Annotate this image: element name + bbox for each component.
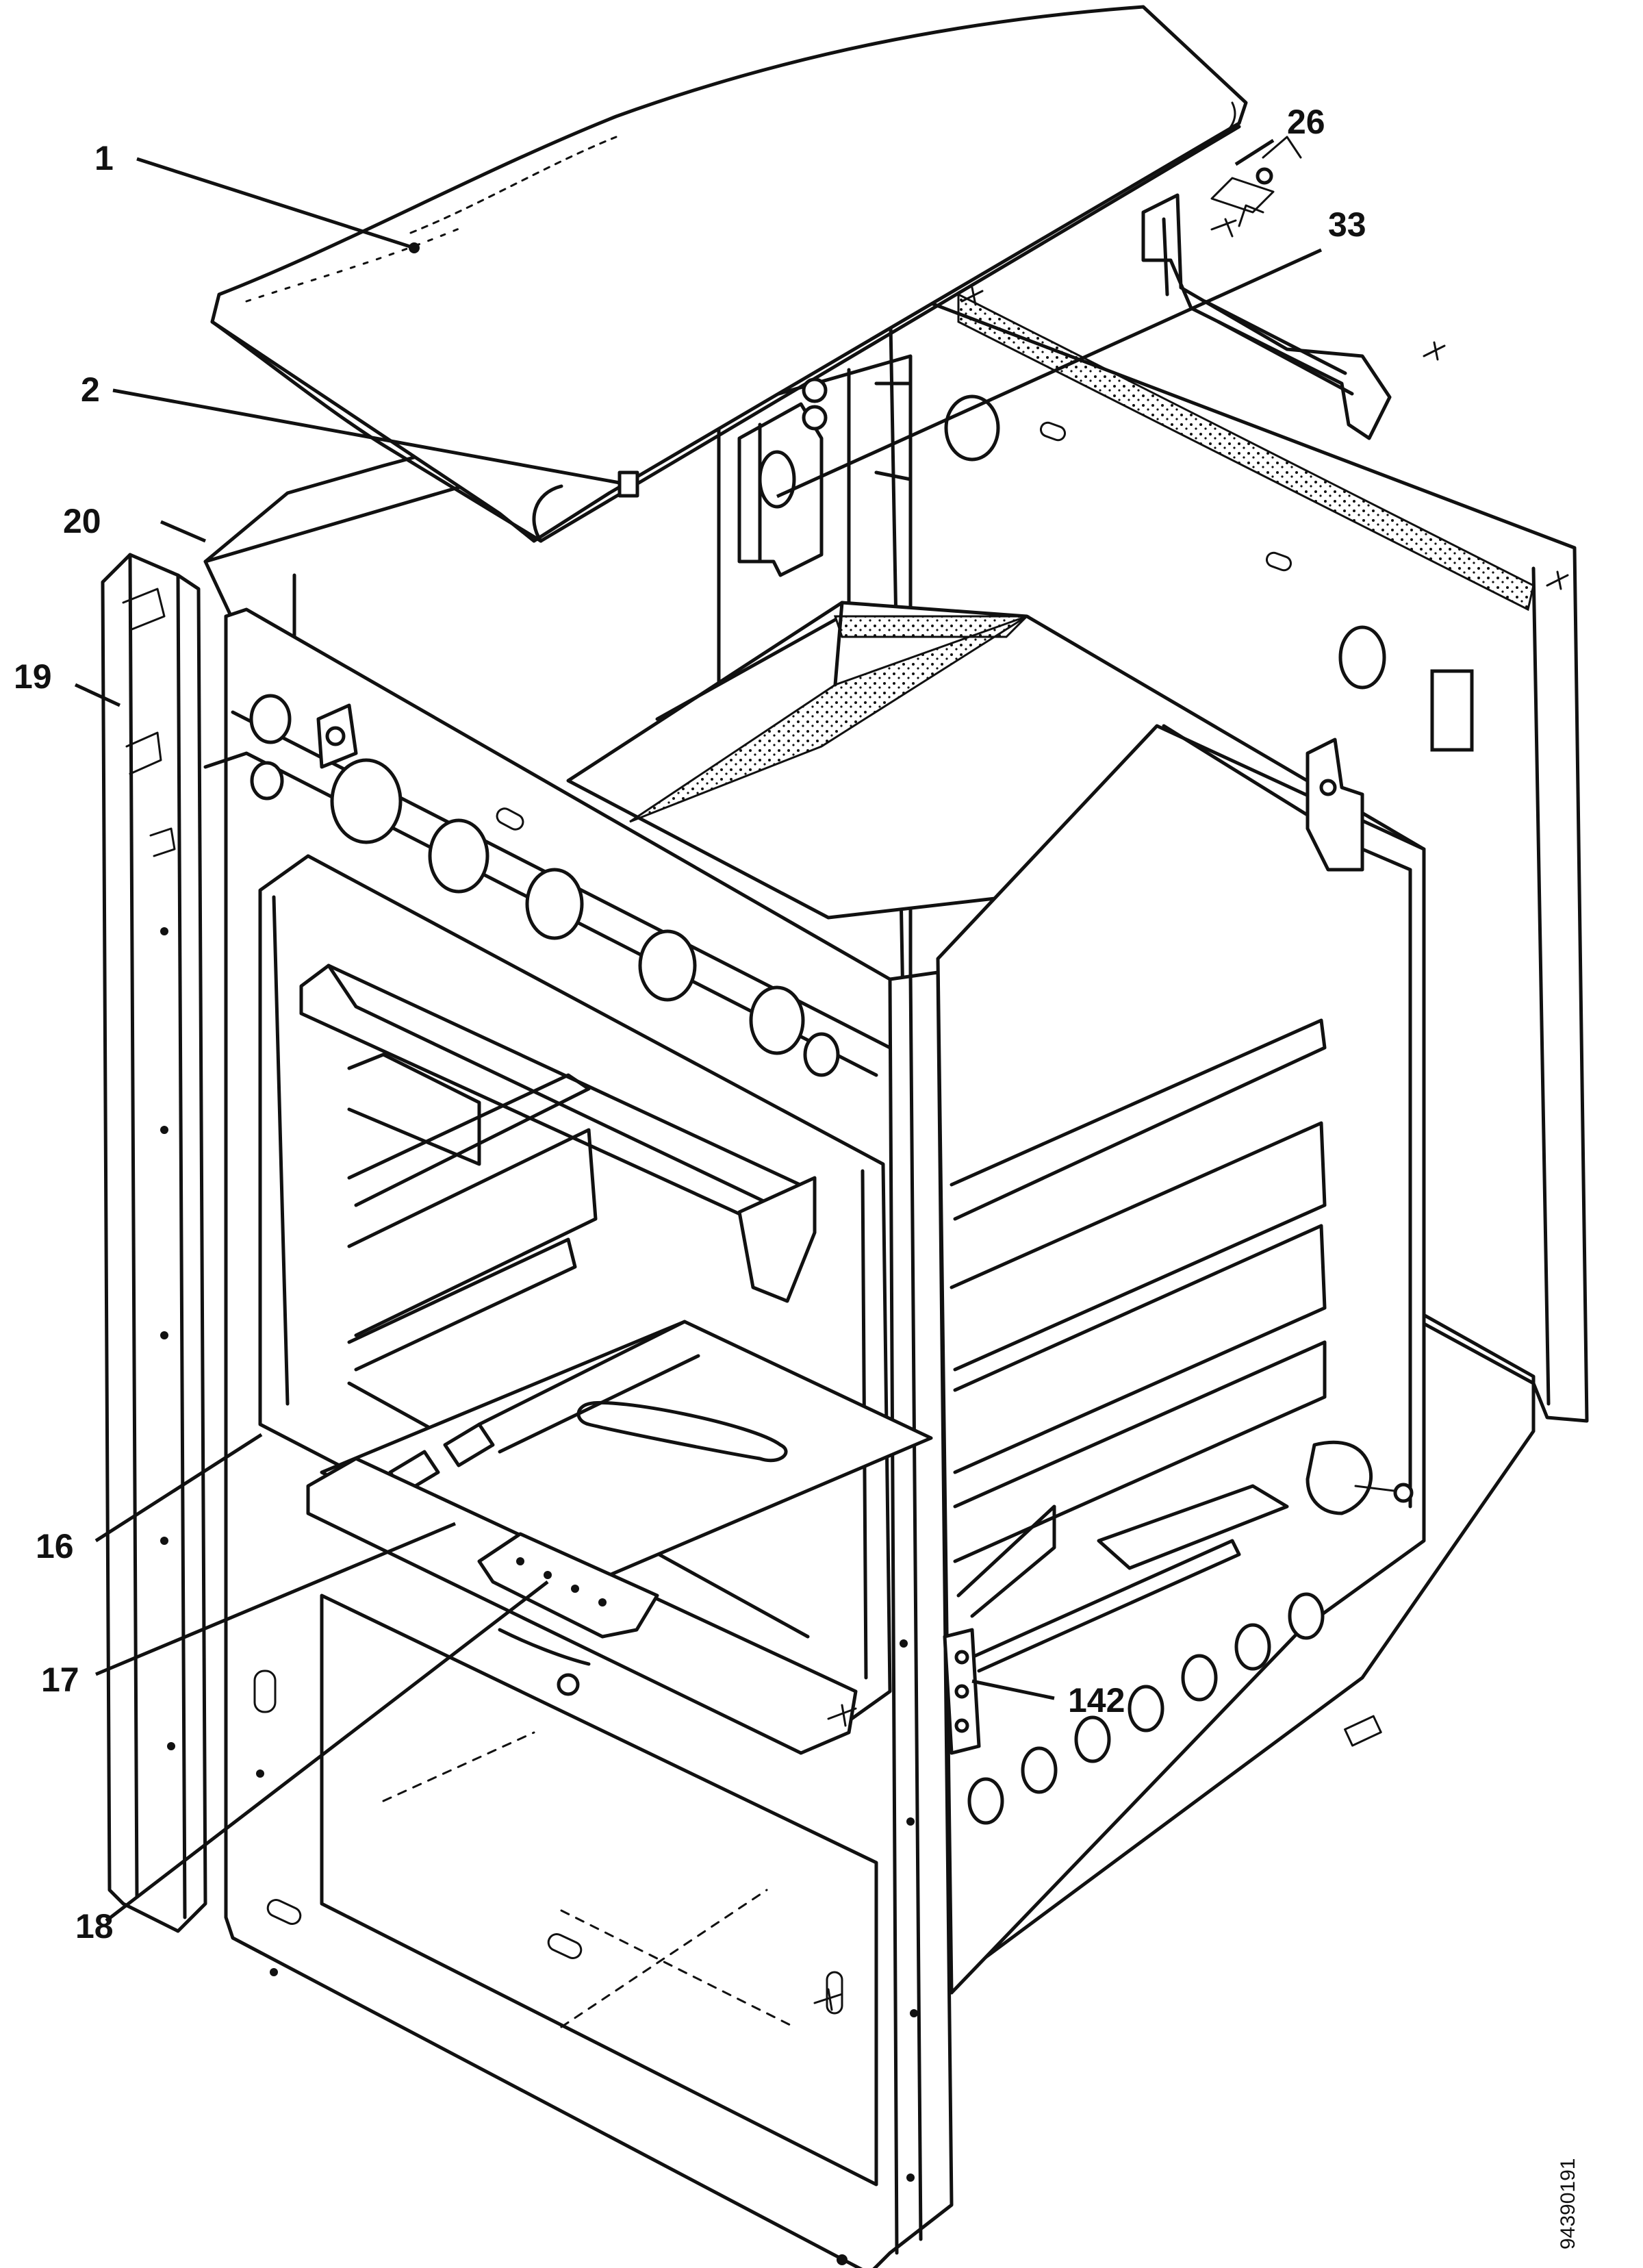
callout-17: 17 <box>41 1661 79 1699</box>
leader-lines <box>74 138 1323 1922</box>
callout-33: 33 <box>1328 205 1366 244</box>
left-side-strip-19 <box>101 553 207 1933</box>
callout-labels: 1 2 20 19 26 33 16 17 18 142 <box>14 103 1366 1945</box>
document-number: 94390191 <box>1557 2158 1579 2250</box>
callout-19: 19 <box>14 657 52 696</box>
callout-16: 16 <box>36 1527 74 1565</box>
callout-1: 1 <box>94 139 114 177</box>
callout-18: 18 <box>75 1907 114 1945</box>
rear-bracket-26 <box>1141 136 1392 440</box>
side-fixing-bracket <box>1306 738 1414 1515</box>
oven-cavity <box>566 601 1426 1995</box>
callout-26: 26 <box>1287 103 1325 141</box>
callout-20: 20 <box>63 502 101 540</box>
front-frame <box>203 607 954 2268</box>
cavity-vent-holes <box>967 1592 1325 1825</box>
callout-2: 2 <box>81 370 100 409</box>
screws <box>813 218 1569 2011</box>
control-knob-holes <box>249 694 840 1077</box>
hinge-bracket-142 <box>943 1628 981 1755</box>
callout-142: 142 <box>1068 1681 1125 1719</box>
top-hob-cover <box>210 5 1248 543</box>
